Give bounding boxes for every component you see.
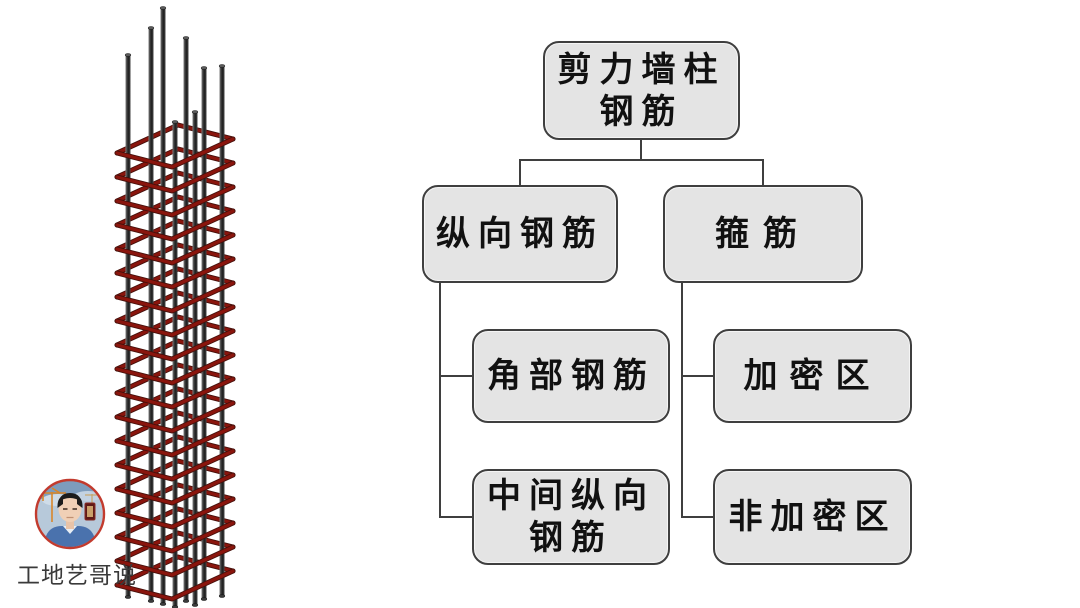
node-densified-zone: 加密区 <box>713 329 912 423</box>
node-stirrups: 箍筋 <box>663 185 863 283</box>
connector-line <box>640 139 642 161</box>
watermark-author-name: 工地艺哥说 <box>17 563 137 589</box>
stirrups-front <box>114 136 236 602</box>
stirrups-back <box>114 122 236 588</box>
avatar-face <box>58 496 82 522</box>
node-longitudinal-rebar: 纵向钢筋 <box>422 185 618 283</box>
node-middle-longitudinal-rebar: 中间纵向 钢筋 <box>472 469 670 565</box>
connector-line <box>762 159 764 187</box>
avatar-hair <box>58 493 82 507</box>
connector-line <box>681 516 714 518</box>
rebar-column-illustration <box>114 6 236 608</box>
node-corner-rebar: 角部钢筋 <box>472 329 670 423</box>
connector-line <box>439 516 473 518</box>
framed-object-icon <box>84 502 96 521</box>
connector-line <box>519 159 521 187</box>
node-non-densified-zone: 非加密区 <box>713 469 912 565</box>
connector-line <box>681 281 683 518</box>
node-shear-wall-column-rebar: 剪力墙柱 钢筋 <box>543 41 740 140</box>
connector-line <box>439 281 441 518</box>
construction-worker-avatar <box>34 478 106 550</box>
bar-end-caps <box>124 6 226 608</box>
connector-line <box>519 159 764 161</box>
avatar-torso <box>46 526 94 547</box>
connector-line <box>681 375 714 377</box>
connector-line <box>439 375 473 377</box>
avatar-ring <box>34 478 106 550</box>
